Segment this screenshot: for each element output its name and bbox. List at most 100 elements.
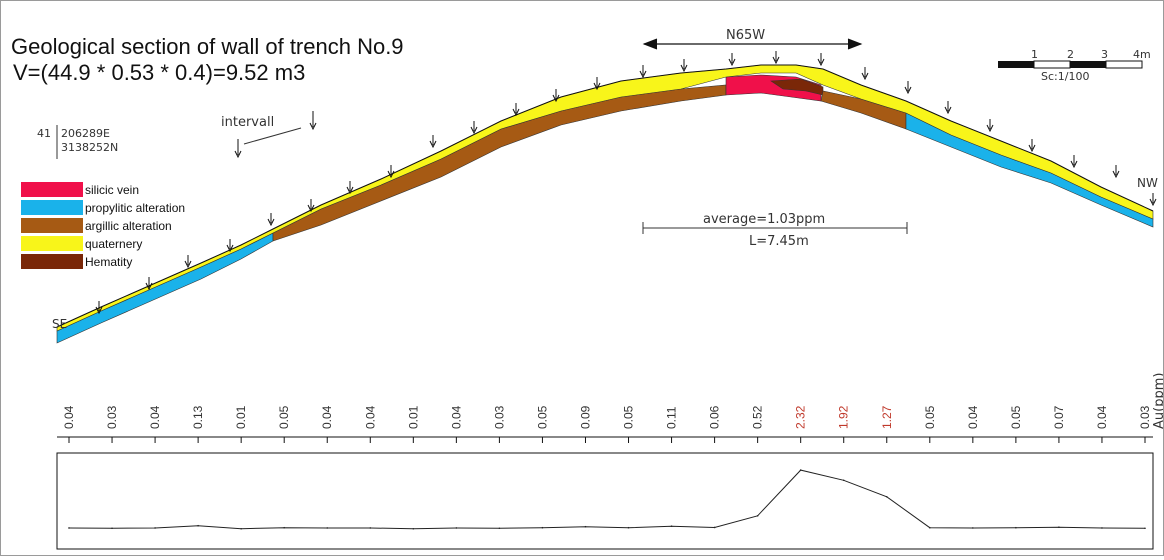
au-point <box>154 527 156 529</box>
au-value-label: 0.09 <box>578 405 592 429</box>
northing: 3138252N <box>61 141 118 154</box>
easting: 206289E <box>61 127 110 140</box>
au-value-label: 0.03 <box>492 405 506 429</box>
volume-formula: V=(44.9 * 0.53 * 0.4)=9.52 m3 <box>13 60 305 85</box>
au-point <box>584 525 587 528</box>
au-point <box>713 526 716 529</box>
direction-end-se: SE <box>52 317 67 331</box>
au-value-label: 0.11 <box>665 406 679 429</box>
legend-swatch <box>21 236 83 251</box>
sample-arrow <box>184 255 192 269</box>
au-point <box>455 527 458 529</box>
au-value-label: 0.03 <box>1138 405 1152 429</box>
au-point <box>498 527 501 530</box>
au-point <box>799 469 802 471</box>
ground-surface-line <box>56 64 1154 328</box>
au-value-label: 0.03 <box>105 405 119 429</box>
station-number: 41 <box>37 127 51 140</box>
scale-tick-2: 2 <box>1067 48 1074 61</box>
au-point <box>240 527 242 530</box>
sample-arrow <box>145 277 153 291</box>
average-value: average=1.03ppm <box>703 212 825 227</box>
au-value-label: 0.01 <box>406 405 420 429</box>
scale-tick-3: 3 <box>1101 48 1108 61</box>
sample-arrow <box>429 135 437 149</box>
sample-arrow <box>552 89 560 103</box>
au-point <box>111 527 113 530</box>
legend-item-hematity: Hematity <box>21 254 132 269</box>
section-title: Geological section of wall of trench No.… <box>11 34 404 59</box>
direction-end-nw: NW <box>1137 176 1158 190</box>
trench-profile <box>56 64 1154 344</box>
sample-arrow <box>593 77 601 91</box>
sample-arrow <box>728 53 736 67</box>
au-value-label: 0.05 <box>622 405 636 429</box>
legend-label: silicic vein <box>85 183 139 197</box>
scale-bar: 1 2 3 4m Sc:1/100 <box>998 48 1151 83</box>
au-value-label: 0.04 <box>1095 405 1109 429</box>
legend-item-silicic-vein: silicic vein <box>21 182 139 197</box>
legend-swatch <box>21 200 83 215</box>
au-points <box>68 469 1146 530</box>
au-value-label: 0.05 <box>923 405 937 429</box>
sample-arrow <box>904 81 912 95</box>
au-point <box>326 527 329 529</box>
legend: silicic vein propylitic alteration argil… <box>21 182 185 269</box>
au-value-label: 0.04 <box>966 405 980 429</box>
au-point <box>1015 526 1017 529</box>
sample-arrow <box>470 121 478 135</box>
au-point <box>1058 526 1060 529</box>
sample-arrow <box>1149 193 1157 207</box>
sample-arrow <box>307 199 315 213</box>
sample-arrow <box>639 65 647 79</box>
average-length: L=7.45m <box>749 234 809 249</box>
au-point <box>197 524 199 527</box>
sample-arrow <box>512 103 520 117</box>
sample-arrow <box>1112 165 1120 179</box>
legend-item-propylitic: propylitic alteration <box>21 200 185 215</box>
au-point <box>541 526 544 529</box>
au-value-label: 0.05 <box>535 405 549 429</box>
legend-swatch <box>21 254 83 269</box>
chart-frame <box>56 452 1154 550</box>
sample-arrow <box>267 213 275 227</box>
argillic-zone <box>272 84 727 242</box>
sample-arrow <box>387 165 395 179</box>
au-point <box>929 526 931 529</box>
sample-arrow <box>680 59 688 73</box>
au-point <box>756 515 759 517</box>
legend-label: argillic alteration <box>85 219 172 233</box>
au-point <box>627 526 630 529</box>
legend-label: Hematity <box>85 255 132 269</box>
legend-swatch <box>21 218 83 233</box>
au-value-label: 0.01 <box>234 405 248 429</box>
sample-arrow <box>817 53 825 67</box>
au-value-label: 0.04 <box>148 405 162 429</box>
au-point <box>972 527 974 529</box>
au-value-label: 1.92 <box>837 405 851 429</box>
sample-arrow <box>226 239 234 253</box>
interval-annotation: intervall <box>221 111 317 159</box>
au-series-line <box>68 469 1146 530</box>
scale-label: Sc:1/100 <box>1041 70 1089 83</box>
au-value-label: 0.04 <box>449 405 463 429</box>
sample-arrow <box>861 67 869 81</box>
sample-arrow <box>1070 155 1078 169</box>
au-value-label: 0.07 <box>1052 405 1066 429</box>
au-value-label: 0.52 <box>751 405 765 429</box>
legend-label: quaternery <box>85 237 142 251</box>
sample-arrow <box>944 101 952 115</box>
au-value-label: 2.32 <box>794 405 808 429</box>
au-point <box>68 527 70 529</box>
direction-arrow: N65W <box>642 28 863 50</box>
au-value-label: 0.05 <box>1009 405 1023 429</box>
scale-tick-4: 4m <box>1133 48 1151 61</box>
sample-arrow <box>772 51 780 65</box>
legend-item-quaternery: quaternery <box>21 236 142 251</box>
au-point <box>842 479 845 482</box>
interval-label: intervall <box>221 115 274 130</box>
legend-swatch <box>21 182 83 197</box>
au-value-label: 0.06 <box>708 405 722 429</box>
